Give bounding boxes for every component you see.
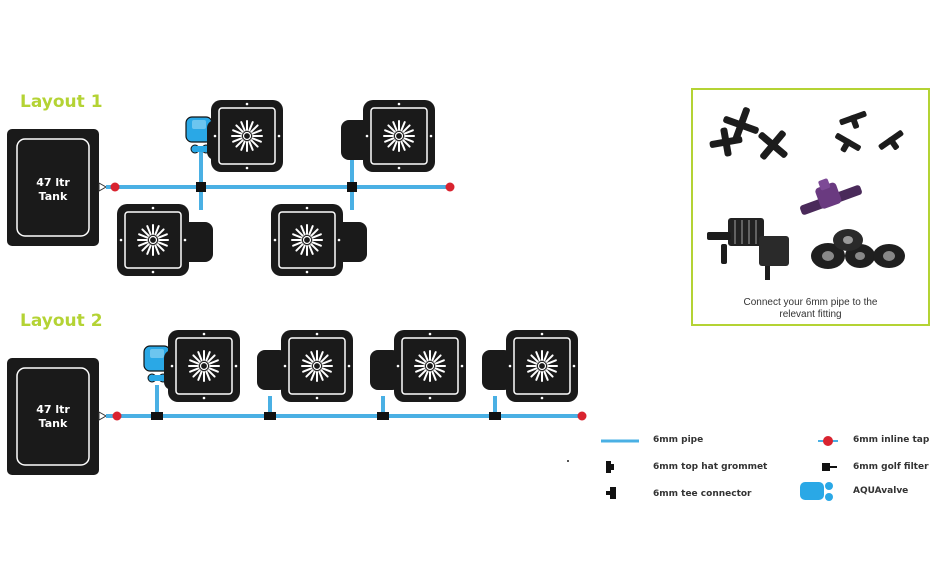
pot [370,330,466,402]
aquavalve [185,116,213,154]
golf-filter-legend-icon [822,463,837,471]
inline-tap [110,182,120,192]
legend-golf-filter-label: 6mm golf filter [853,462,929,472]
legend-pipe-label: 6mm pipe [653,435,704,445]
inline-tap [445,182,455,192]
legend-icons [567,436,838,501]
inline-tap-fitting-icon [800,178,862,215]
layout-2-title: Layout 2 [20,311,103,331]
aquavalve-legend-icon [800,482,833,501]
tee-legend-icon [606,487,616,499]
layout-2-diagram: 47 ltr Tank [7,330,587,475]
inline-tap-legend-icon [818,436,838,446]
tee-connector [196,182,206,192]
golf-filter-fitting-icon [707,218,789,280]
tank-2-label-line1: 47 ltr [36,403,70,416]
inline-tap [112,411,122,421]
pot [271,204,367,276]
fittings-caption-line2: relevant fitting [779,309,842,320]
tank-1-label-line1: 47 ltr [36,176,70,189]
grommet-legend-icon [606,461,614,473]
pot [117,204,213,276]
legend-grommet-label: 6mm top hat grommet [653,462,768,472]
tee-connector [151,412,163,420]
pot [257,330,353,402]
legend-tee-label: 6mm tee connector [653,489,752,499]
fittings-caption: Connect your 6mm pipe to the relevant fi… [693,297,928,321]
tee-connector [347,182,357,192]
tank-layout-1: 47 ltr Tank [7,129,99,246]
speck [567,460,569,462]
legend-aquavalve-label: AQUAvalve [853,486,909,496]
layout-1-diagram: 47 ltr Tank [7,100,455,276]
tee-connector [264,412,276,420]
legend-inline-tap-label: 6mm inline tap [853,435,930,445]
pot [482,330,578,402]
inline-tap [577,411,587,421]
cross-connector-icon [709,107,788,160]
tee-connector [489,412,501,420]
tank-2-label-line2: Tank [39,417,68,430]
tank-outlet [98,182,108,192]
fittings-illustration [707,107,905,280]
fittings-panel: Connect your 6mm pipe to the relevant fi… [691,88,930,326]
pot [207,100,283,172]
layout-1-title: Layout 1 [20,92,103,112]
pot [164,330,240,402]
tank-1-label-line2: Tank [39,190,68,203]
aquavalve [143,345,171,383]
tee-connector-icon [835,110,904,153]
fittings-caption-line1: Connect your 6mm pipe to the [743,297,878,308]
tank-outlet [98,411,108,421]
tee-connector [377,412,389,420]
grommet-fitting-icon [811,229,905,269]
tank-layout-2: 47 ltr Tank [7,358,99,475]
pot [341,100,435,172]
